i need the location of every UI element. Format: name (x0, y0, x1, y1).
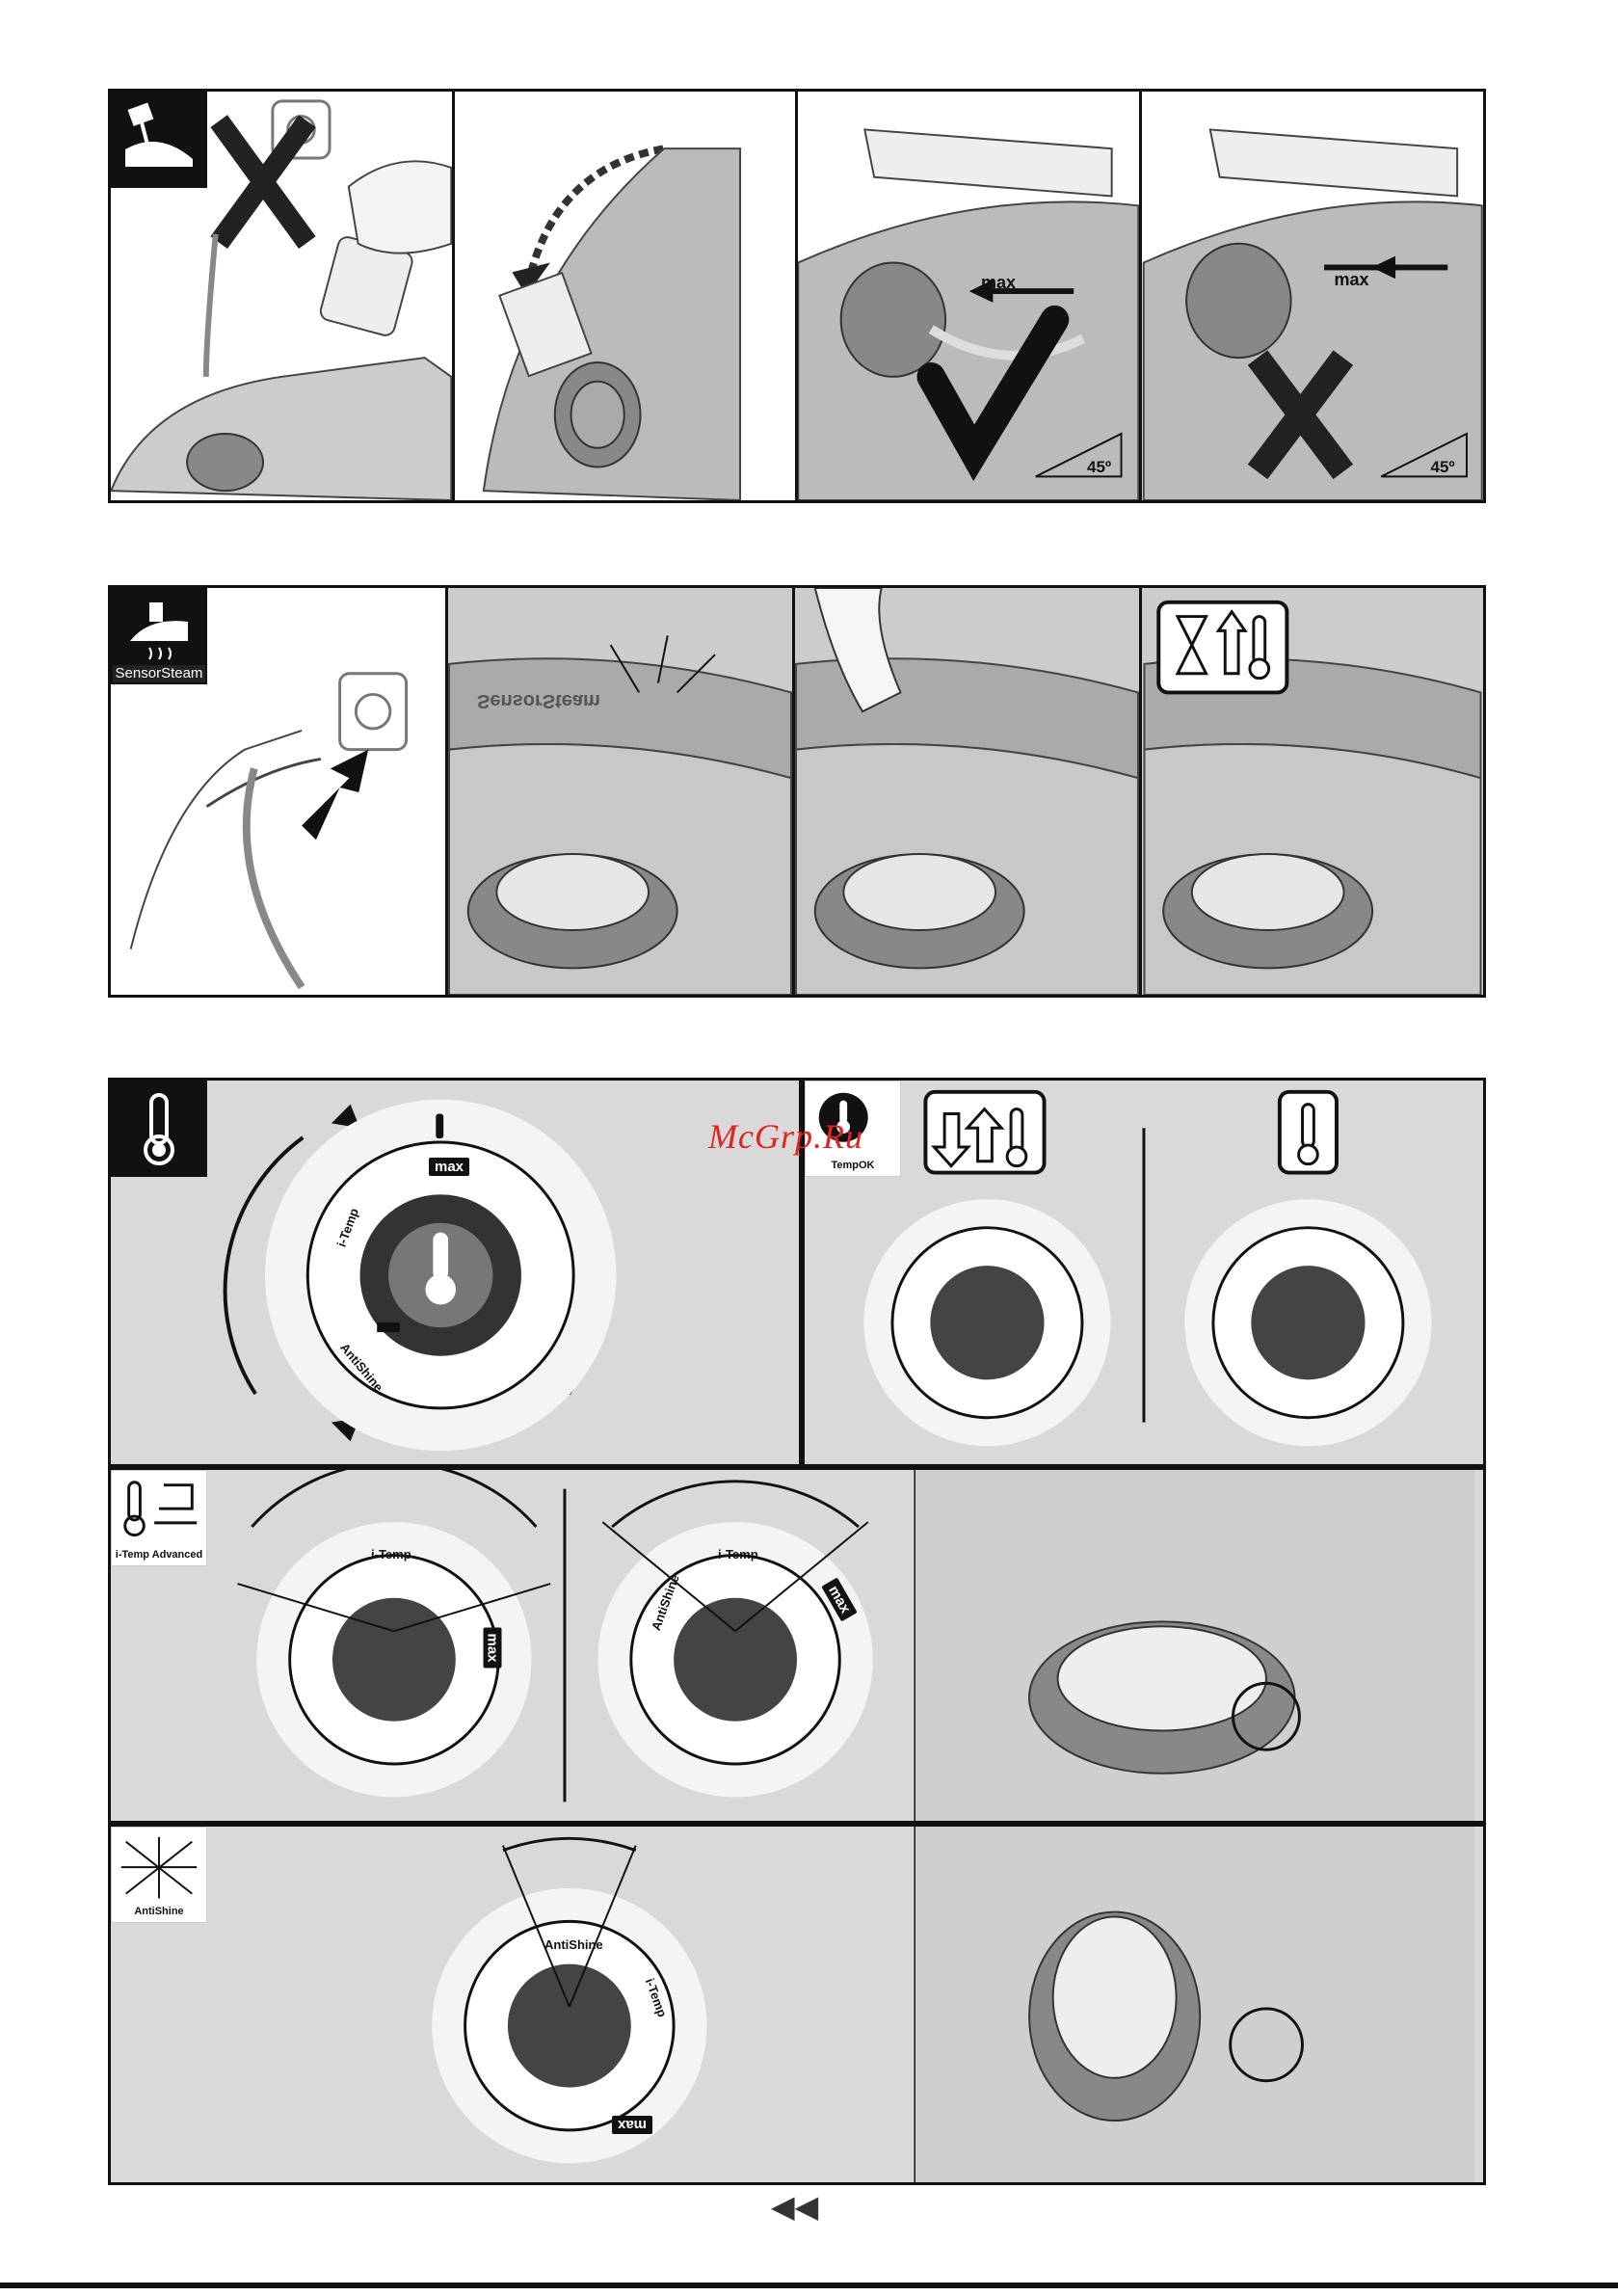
panel-tempok: TempOK (802, 1078, 1486, 1467)
panel-touch-1: SensorSteam (448, 588, 795, 995)
itemp-label-left: i-Temp (371, 1547, 411, 1562)
steam-text: SensorSteam (477, 689, 600, 711)
row-filling: max 45º max 45º (108, 89, 1486, 503)
panel-fill-water (111, 92, 455, 500)
watermark: McGrp.Ru (708, 1116, 863, 1157)
panel-touch-2 (795, 588, 1142, 995)
panel-ready (1142, 588, 1483, 995)
max-tag-left: max (484, 1627, 502, 1668)
angle-label: 45º (1431, 458, 1455, 477)
panel-max-correct: max 45º (798, 92, 1142, 500)
dial-max-tag: max (429, 1158, 469, 1176)
itemp-label-right: i-Temp (718, 1547, 758, 1562)
max-dial-tag: max (612, 2116, 652, 2134)
prev-page-arrows[interactable]: ◀◀ (771, 2188, 818, 2225)
angle-label: 45º (1087, 458, 1111, 477)
panel-plug-in: SensorSteam (111, 588, 448, 995)
panel-max-wrong: max 45º (1142, 92, 1484, 500)
max-label: max (981, 273, 1016, 293)
bottom-rule (0, 2283, 1618, 2288)
panel-itemp-advanced: i-Temp Advanced i-Temp max i-Temp max An… (108, 1467, 1486, 1824)
max-label: max (1335, 270, 1369, 290)
panel-open-lid (455, 92, 799, 500)
antishine-dial-label: AntiShine (544, 1937, 603, 1952)
panel-dial-temp: max i-Temp AntiShine (108, 1078, 802, 1467)
panel-antishine: AntiShine AntiShine i-Temp max (108, 1824, 1486, 2185)
row-sensorsteam: SensorSteam SensorSteam (108, 585, 1486, 998)
